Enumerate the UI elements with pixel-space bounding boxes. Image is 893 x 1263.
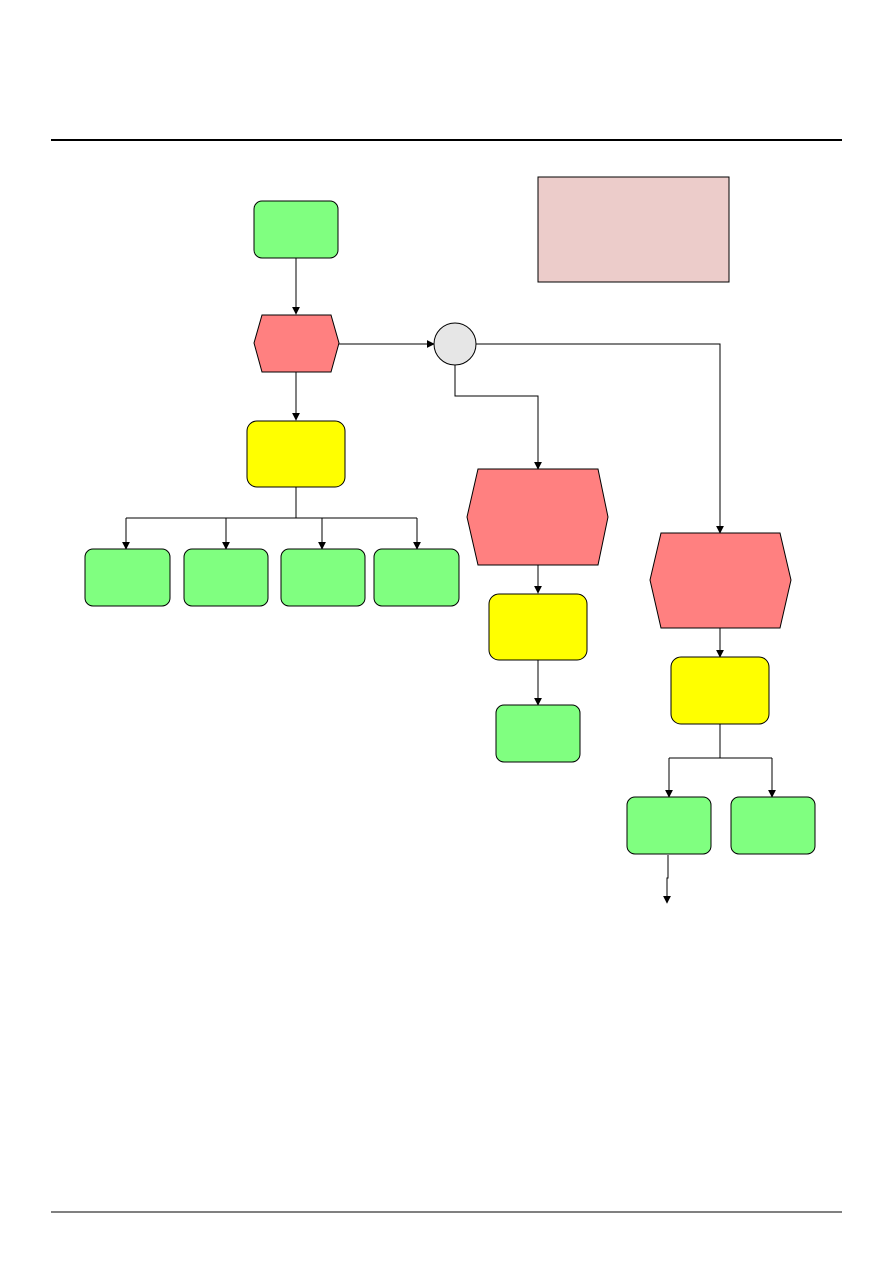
edge-connector-to-function-3 xyxy=(476,343,724,534)
note-box xyxy=(537,176,730,283)
function-node-1[interactable] xyxy=(253,314,340,373)
event-node-1d[interactable] xyxy=(373,548,460,607)
org-node-2[interactable] xyxy=(488,593,588,661)
org-node-3[interactable] xyxy=(670,656,770,725)
event-node-1a[interactable] xyxy=(84,548,171,607)
event-node-3b[interactable] xyxy=(730,796,816,855)
function-node-2[interactable] xyxy=(466,468,609,566)
function-node-3[interactable] xyxy=(649,532,792,629)
xor-connector[interactable] xyxy=(433,322,477,366)
edge-org-3-split xyxy=(669,724,772,759)
event-node-1c[interactable] xyxy=(280,548,366,607)
event-node-3a[interactable] xyxy=(626,796,712,855)
edge-org-1-split xyxy=(126,487,417,519)
event-node-1b[interactable] xyxy=(183,548,269,607)
edge-connector-to-function-2 xyxy=(454,365,542,470)
event-node-2[interactable] xyxy=(495,704,581,763)
edges xyxy=(122,258,776,904)
edge-event-3a-continuation xyxy=(663,855,671,904)
event-node-start[interactable] xyxy=(253,200,339,259)
org-node-1[interactable] xyxy=(246,420,346,488)
